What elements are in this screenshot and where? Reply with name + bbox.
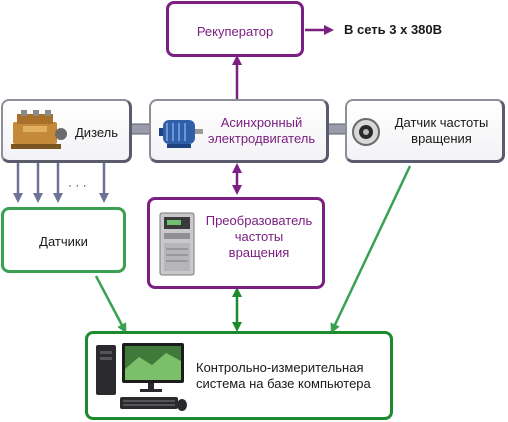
control-system-box: Контрольно-измерительная система на базе… [85, 331, 393, 420]
control-system-label-line2: система на базе компьютера [196, 376, 371, 391]
computer-icon [96, 343, 187, 411]
speed-sensor-box: Датчик частоты вращения [345, 99, 505, 163]
speed-sensor-label-line1: Датчик частоты [394, 115, 489, 130]
converter-label-line1: Преобразователь [205, 213, 313, 228]
sensors-box: Датчики [1, 207, 126, 273]
diesel-label: Дизель [75, 125, 119, 140]
speed-sensor-label-line2: вращения [411, 131, 472, 146]
arrow-encoder-to-control [330, 165, 412, 334]
control-system-label-line1: Контрольно-измерительная [196, 360, 364, 375]
arrow-sensors-to-control [94, 275, 127, 334]
grid-output-label: В сеть 3 х 380В [344, 22, 443, 37]
converter-label-line3: вращения [228, 245, 290, 260]
recuperator-box: Рекуператор [166, 1, 304, 57]
shaft-diesel-motor [130, 123, 152, 135]
recuperator-label: Рекуператор [196, 24, 274, 39]
async-motor-box: Асинхронный электродвигатель [149, 99, 329, 163]
electric-motor-icon [159, 120, 203, 148]
diesel-box: Дизель [1, 99, 132, 163]
async-motor-label-line1: Асинхронный [220, 115, 303, 130]
frequency-converter-icon [159, 212, 195, 276]
converter-box: Преобразователь частоты вращения [147, 197, 325, 289]
shaft-motor-encoder [327, 123, 347, 135]
engine-icon [11, 110, 67, 149]
rotary-encoder-icon [352, 118, 380, 146]
more-sensors-ellipsis: · · · [68, 178, 87, 192]
sensors-label: Датчики [39, 234, 88, 249]
converter-label-line2: частоты [234, 229, 284, 244]
async-motor-label-line2: электродвигатель [207, 131, 316, 146]
